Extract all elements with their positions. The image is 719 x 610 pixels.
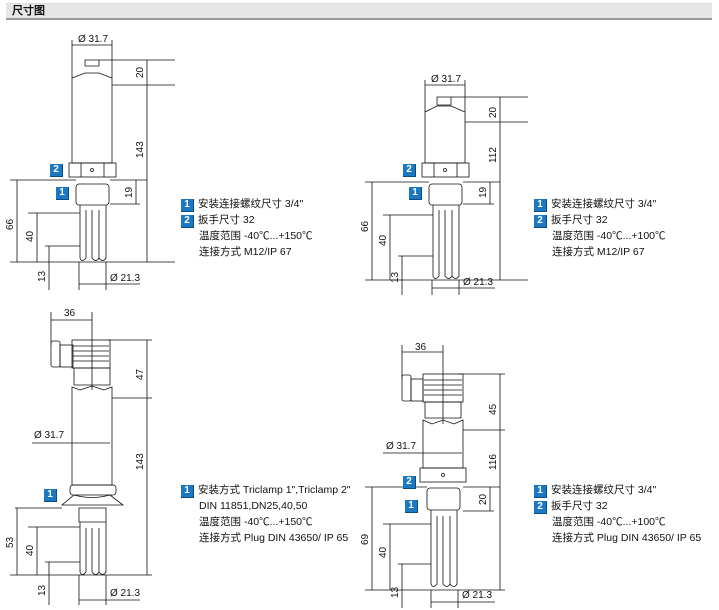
svg-text:20: 20: [478, 493, 489, 505]
svg-text:66: 66: [5, 218, 16, 230]
svg-text:36: 36: [415, 342, 427, 353]
svg-text:69: 69: [360, 533, 371, 545]
svg-text:Ø 31.7: Ø 31.7: [34, 430, 64, 441]
legend-badge: 2: [534, 215, 547, 228]
svg-text:40: 40: [378, 546, 389, 558]
legend-text: 扳手尺寸 32: [551, 214, 608, 226]
svg-text:13: 13: [390, 586, 401, 598]
legend-text: 扳手尺寸 32: [551, 500, 608, 512]
svg-text:143: 143: [135, 453, 146, 470]
svg-text:19: 19: [124, 186, 135, 198]
svg-text:Ø 21.3: Ø 21.3: [463, 277, 493, 288]
svg-text:47: 47: [135, 368, 146, 380]
drawing-plug-100: 36 Ø 31.7 45 116 20 69 40 13 Ø 21.3: [360, 342, 505, 608]
svg-text:116: 116: [488, 454, 499, 470]
legend-text: 安装方式 Triclamp 1",Triclamp 2": [198, 484, 351, 496]
legend-2: 1 安装连接螺纹尺寸 3/4" 2 扳手尺寸 32 温度范围 -40℃...+100…: [534, 196, 666, 260]
drawing-m12-100: Ø 31.7 20 112 19 66 40 13 Ø 21.3: [360, 74, 528, 295]
svg-text:45: 45: [488, 403, 499, 415]
drawing-triclamp: 36 Ø 31.7 47 143 53 40 13 Ø 21.3: [5, 308, 152, 605]
legend-3: 1 安装方式 Triclamp 1",Triclamp 2" DIN 11851,…: [181, 482, 351, 546]
svg-text:143: 143: [135, 141, 146, 158]
legend-1: 1 安装连接螺纹尺寸 3/4" 2 扳手尺寸 32 温度范围 -40℃...+150…: [181, 196, 313, 260]
legend-text: 安装连接螺纹尺寸 3/4": [551, 198, 657, 210]
figure-badge: 2: [50, 164, 63, 177]
sensor-body: [71, 59, 113, 164]
figure-badge: 1: [409, 187, 422, 200]
svg-text:19: 19: [478, 186, 489, 198]
svg-text:Ø 21.3: Ø 21.3: [110, 273, 140, 284]
svg-text:20: 20: [135, 66, 146, 78]
legend-badge: 1: [534, 485, 547, 498]
svg-text:53: 53: [5, 536, 16, 548]
svg-text:40: 40: [25, 230, 36, 242]
legend-line: 温度范围 -40℃...+100℃: [552, 516, 666, 528]
legend-badge: 1: [534, 199, 547, 212]
legend-text: 安装连接螺纹尺寸 3/4": [198, 198, 304, 210]
legend-line: 连接方式 Plug DIN 43650/ IP 65: [552, 532, 702, 544]
legend-line: DIN 11851,DN25,40,50: [199, 500, 308, 512]
legend-line: 温度范围 -40℃...+150℃: [199, 230, 313, 242]
legend-line: 温度范围 -40℃...+100℃: [552, 230, 666, 242]
legend-text: 扳手尺寸 32: [198, 214, 255, 226]
svg-text:112: 112: [488, 147, 499, 163]
svg-text:40: 40: [25, 544, 36, 556]
thread: [75, 183, 110, 206]
figure-badge: 1: [44, 489, 57, 502]
drawing-m12-150: Ø 31.7 20 143 19 66 40 13 Ø 21.3: [5, 34, 175, 290]
section-title: 尺寸图: [12, 5, 45, 17]
legend-badge: 1: [181, 485, 194, 498]
svg-text:36: 36: [64, 308, 76, 319]
svg-text:Ø 21.3: Ø 21.3: [462, 590, 492, 601]
svg-text:Ø 21.3: Ø 21.3: [110, 588, 140, 599]
section-header: 尺寸图: [6, 3, 712, 20]
legend-4: 1 安装连接螺纹尺寸 3/4" 2 扳手尺寸 32 温度范围 -40℃...+100…: [534, 482, 701, 546]
svg-text:40: 40: [378, 234, 389, 246]
figure-badge: 2: [403, 164, 416, 177]
svg-text:Ø 31.7: Ø 31.7: [386, 441, 416, 452]
svg-text:66: 66: [360, 220, 371, 232]
legend-badge: 2: [534, 501, 547, 514]
legend-badge: 1: [181, 199, 194, 212]
svg-text:13: 13: [390, 271, 401, 283]
svg-text:Ø 31.7: Ø 31.7: [78, 34, 108, 45]
legend-line: 连接方式 M12/IP 67: [552, 246, 645, 258]
legend-line: 温度范围 -40℃...+150℃: [199, 516, 313, 528]
legend-line: 连接方式 M12/IP 67: [199, 246, 292, 258]
figure-badge: 1: [405, 500, 418, 513]
legend-line: 连接方式 Plug DIN 43650/ IP 65: [199, 532, 349, 544]
svg-text:13: 13: [37, 270, 48, 282]
svg-text:13: 13: [37, 584, 48, 596]
figure-badge: 1: [56, 187, 69, 200]
svg-text:20: 20: [488, 106, 499, 118]
figure-badge: 2: [403, 476, 416, 489]
svg-text:Ø 31.7: Ø 31.7: [431, 74, 461, 85]
legend-text: 安装连接螺纹尺寸 3/4": [551, 484, 657, 496]
legend-badge: 2: [181, 215, 194, 228]
hex-nut: [68, 162, 117, 178]
